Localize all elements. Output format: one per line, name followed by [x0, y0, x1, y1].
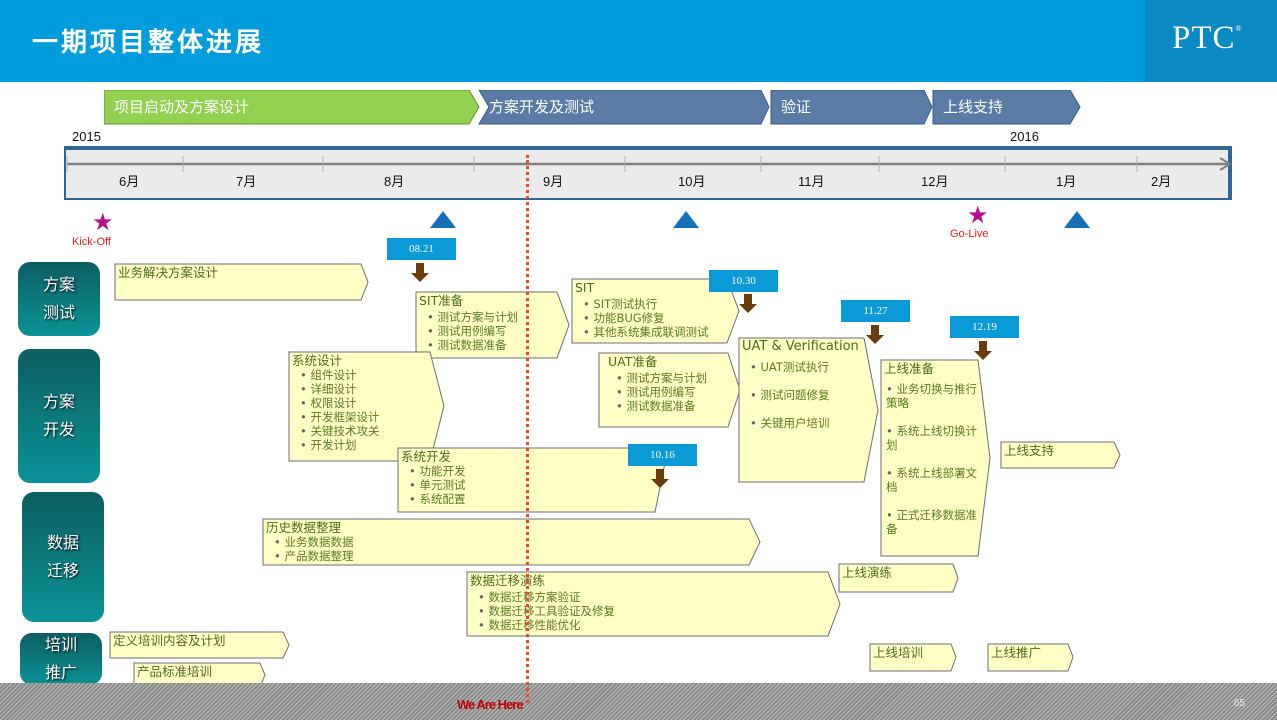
year-label: 2015 — [72, 129, 101, 144]
golive-star-icon: ★ — [967, 201, 989, 229]
task-golive-rollout: 上线推广 — [987, 643, 1075, 672]
task-golive-support: 上线支持 — [1000, 441, 1122, 469]
phase-chevrons — [104, 90, 1081, 125]
phase-label: 项目启动及方案设计 — [114, 98, 250, 116]
month-label: 6月 — [119, 174, 140, 189]
task-golive-training: 上线培训 — [869, 643, 958, 672]
milestone-triangle-icon — [673, 211, 699, 228]
current-date-line — [526, 155, 529, 703]
month-label: 12月 — [921, 174, 949, 189]
task-uat-verification: UAT & Verification UAT测试执行测试问题修复关键用户培训 — [738, 337, 880, 484]
task-uat-prep: UAT准备 测试方案与计划测试用例编写测试数据准备 — [598, 352, 741, 428]
date-badge: 10.30 — [709, 270, 778, 292]
task-sys-dev: 系统开发 功能开发单元测试系统配置 — [397, 447, 669, 513]
down-arrow-icon — [651, 469, 669, 488]
date-badge: 08.21 — [387, 238, 456, 260]
page-title: 一期项目整体进展 — [32, 28, 265, 58]
milestone-triangle-icon — [1064, 211, 1090, 228]
phase-chevron-3 — [770, 90, 933, 125]
golive-label: Go-Live — [950, 228, 989, 240]
task-sit-prep: SIT准备 测试方案与计划测试用例编写测试数据准备 — [415, 291, 570, 359]
task-biz-design: 业务解决方案设计 — [114, 263, 369, 301]
date-badge: 11.27 — [841, 300, 910, 322]
year-label: 2016 — [1010, 129, 1039, 144]
logo-box — [1145, 0, 1277, 82]
down-arrow-icon — [411, 263, 429, 282]
task-std-training: 产品标准培训 — [133, 662, 267, 688]
category-data-migration: 数据迁移 — [22, 492, 104, 622]
task-hist-data: 历史数据整理 业务数据数据产品数据整理 — [262, 518, 762, 566]
phase-label: 上线支持 — [943, 98, 1004, 116]
date-badge: 10.16 — [628, 444, 697, 466]
we-are-here-label: We Are Here — [457, 697, 524, 712]
down-arrow-icon — [974, 341, 992, 360]
task-golive-prep: 上线准备 业务切换与推行策略系统上线切换计划系统上线部署文档正式迁移数据准备 — [880, 359, 992, 558]
month-label: 2月 — [1151, 174, 1172, 189]
ptc-logo: PTC® — [1172, 20, 1243, 56]
header-bar — [0, 0, 1145, 82]
kickoff-star-icon: ★ — [92, 208, 114, 236]
month-label: 7月 — [236, 174, 257, 189]
phase-label: 方案开发及测试 — [489, 98, 595, 116]
category-solution-test: 方案测试 — [18, 262, 100, 336]
task-sys-design: 系统设计 组件设计详细设计权限设计开发框架设计关键技术攻关开发计划 — [288, 351, 446, 462]
timeline-axis — [64, 146, 1232, 200]
month-label: 10月 — [678, 174, 706, 189]
task-migration-drill: 数据迁移演练 数据迁移方案验证数据迁移工具验证及修复数据迁移性能优化 — [466, 571, 842, 637]
date-badge: 12.19 — [950, 316, 1019, 338]
page-number: 65 — [1234, 698, 1246, 709]
down-arrow-icon — [866, 325, 884, 344]
milestone-triangle-icon — [430, 211, 456, 228]
kickoff-label: Kick-Off — [72, 236, 111, 248]
axis-line — [66, 156, 1232, 172]
month-label: 11月 — [798, 174, 825, 189]
category-solution-dev: 方案开发 — [18, 349, 100, 483]
task-sit: SIT SIT测试执行功能BUG修复其他系统集成联调测试 — [571, 278, 741, 344]
phase-chevron-4 — [932, 90, 1081, 125]
month-label: 9月 — [543, 174, 564, 189]
month-label: 1月 — [1056, 174, 1077, 189]
footer-bar — [0, 683, 1277, 720]
down-arrow-icon — [739, 294, 757, 313]
category-training: 培训推广 — [20, 633, 102, 685]
task-training-plan: 定义培训内容及计划 — [109, 631, 291, 659]
phase-chevron-1 — [104, 90, 480, 125]
phase-chevron-2 — [478, 90, 770, 125]
task-golive-drill: 上线演练 — [838, 563, 960, 593]
month-label: 8月 — [384, 174, 405, 189]
phase-label: 验证 — [781, 98, 812, 116]
